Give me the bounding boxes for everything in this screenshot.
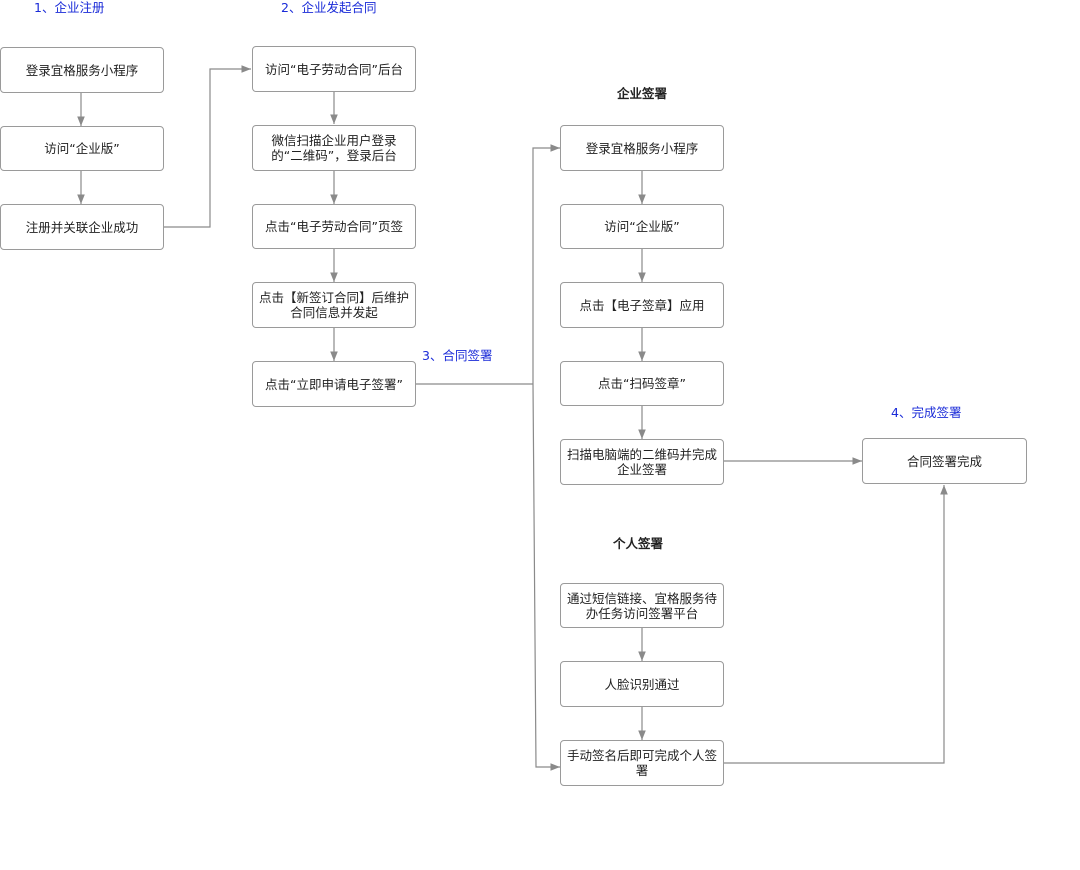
connector-branch-enterprise (532, 144, 560, 384)
flow-node-enterprise-visit: 访问“企业版” (560, 204, 724, 249)
flow-node-login-mini-program: 登录宜格服务小程序 (0, 47, 164, 93)
flow-node-sms-link: 通过短信链接、宜格服务待办任务访问签署平台 (560, 583, 724, 628)
flow-node-visit-enterprise: 访问“企业版” (0, 126, 164, 171)
connector-branch-personal (532, 383, 560, 771)
flow-node-enterprise-login: 登录宜格服务小程序 (560, 125, 724, 171)
personal-sign-heading: 个人签署 (613, 536, 664, 551)
flow-node-manual-sign: 手动签名后即可完成个人签署 (560, 740, 724, 786)
flow-node-scan-seal: 点击“扫码签章” (560, 361, 724, 406)
step4-label: 4、完成签署 (891, 405, 962, 420)
flow-node-register-success: 注册并关联企业成功 (0, 204, 164, 250)
flow-node-wechat-scan: 微信扫描企业用户登录的“二维码”，登录后台 (252, 125, 416, 171)
flow-node-visit-backend: 访问“电子劳动合同”后台 (252, 46, 416, 92)
connector-p-to-final (723, 485, 948, 764)
connector-c1-to-c2 (163, 65, 251, 228)
step2-label: 2、企业发起合同 (281, 0, 377, 15)
flow-node-scan-qr-complete: 扫描电脑端的二维码并完成企业签署 (560, 439, 724, 485)
flow-node-click-tab: 点击“电子劳动合同”页签 (252, 204, 416, 249)
step3-label: 3、合同签署 (422, 348, 493, 363)
step1-label: 1、企业注册 (34, 0, 105, 15)
flow-node-apply-esign: 点击“立即申请电子签署” (252, 361, 416, 407)
flow-node-face-recognition: 人脸识别通过 (560, 661, 724, 707)
flow-node-new-contract: 点击【新签订合同】后维护合同信息并发起 (252, 282, 416, 328)
flow-node-esign-app: 点击【电子签章】应用 (560, 282, 724, 328)
flow-node-contract-complete: 合同签署完成 (862, 438, 1027, 484)
enterprise-sign-heading: 企业签署 (617, 86, 668, 101)
